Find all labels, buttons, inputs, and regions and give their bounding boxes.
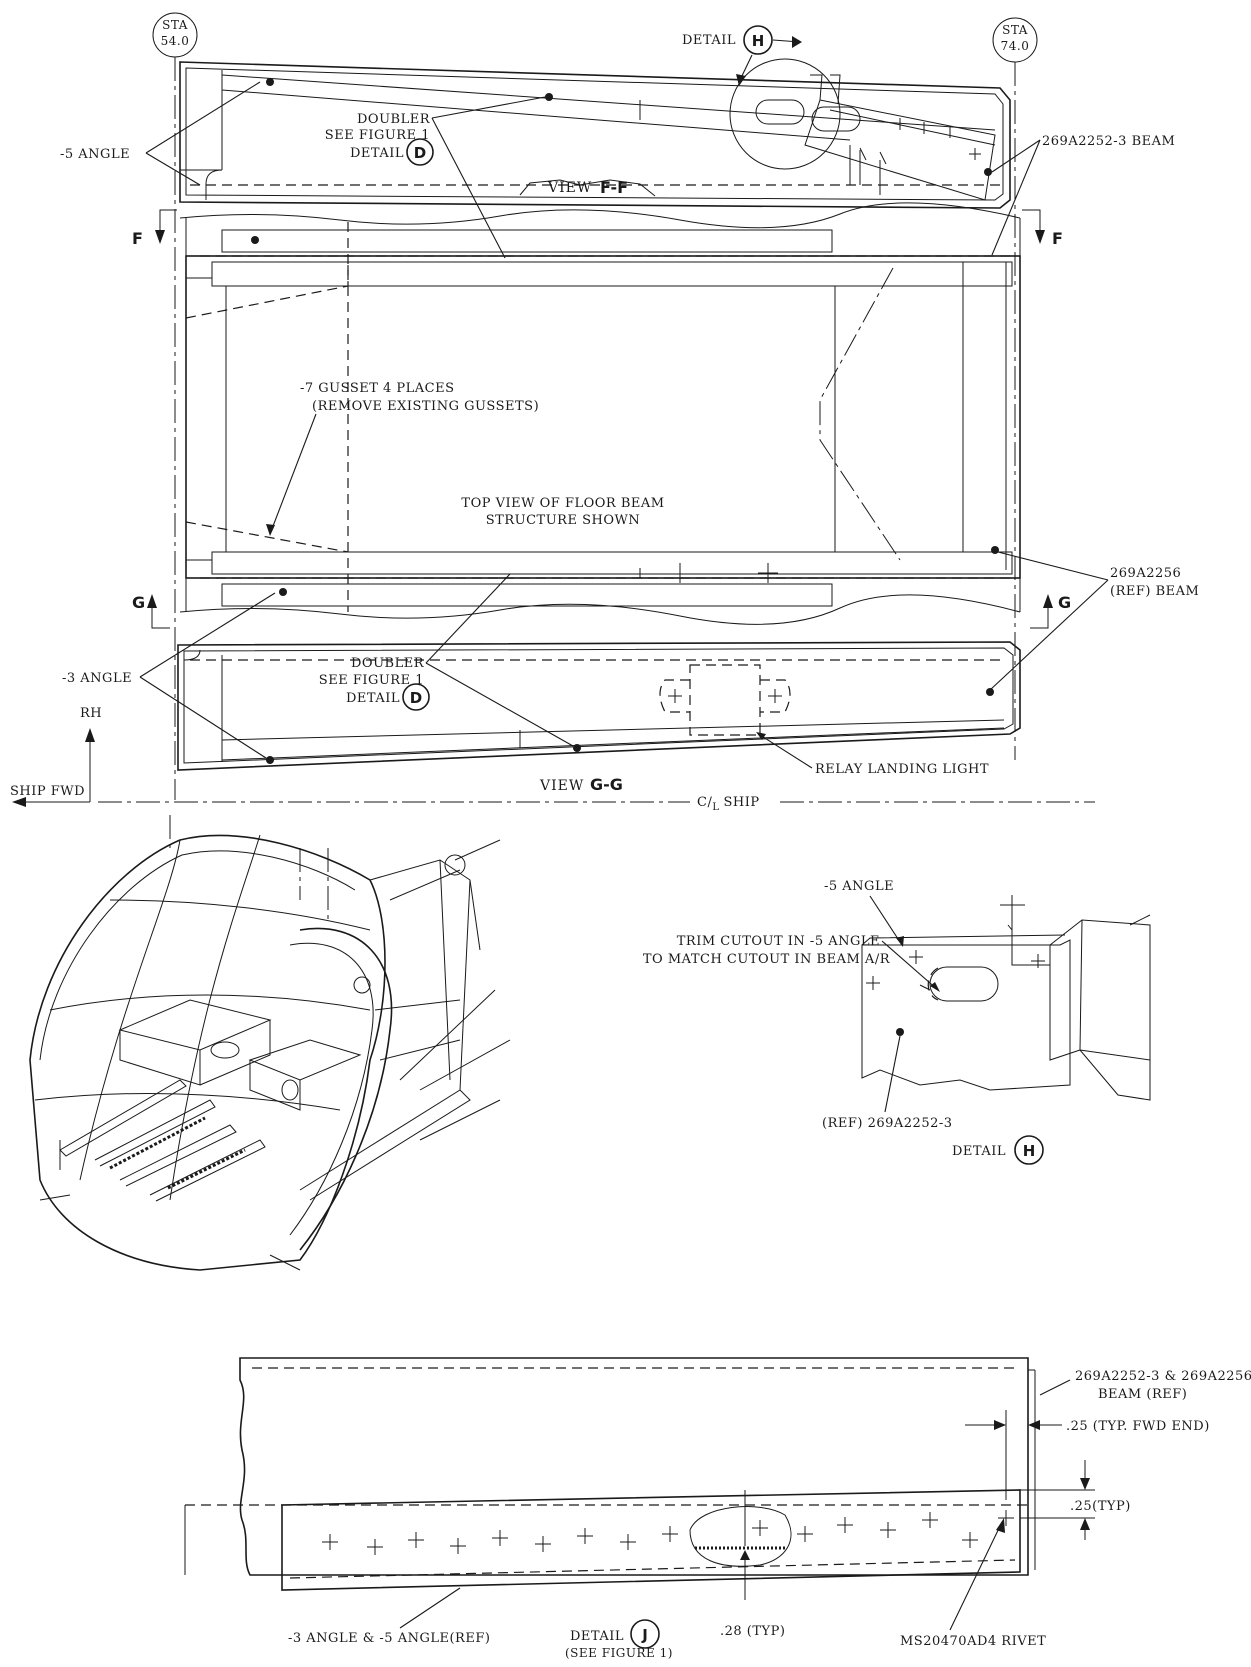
section-marker-f-right: F — [1052, 229, 1063, 248]
trim-cutout-line-1: TRIM CUTOUT IN -5 ANGLE — [677, 934, 880, 949]
view-gg-view-id: G-G — [590, 775, 623, 794]
station-74-label: STA — [1002, 23, 1028, 37]
view-gg-doubler-line-2: SEE FIGURE 1 — [319, 673, 424, 688]
station-54-label: STA — [162, 18, 188, 32]
top-view-title-line-2: STRUCTURE SHOWN — [486, 513, 640, 528]
detail-j-dim-28: .28 (TYP) — [720, 1624, 785, 1639]
section-marker-g-left: G — [132, 593, 145, 612]
station-74-value: 74.0 — [1001, 39, 1030, 53]
view-ff-doubler-line-3: DETAIL — [350, 146, 404, 161]
detail-h-ref-label: (REF) 269A2252-3 — [822, 1116, 953, 1131]
section-marker-g: G G — [132, 593, 1071, 629]
detail-h-detail-word: DETAIL — [952, 1144, 1006, 1159]
view-ff-view-word: VIEW — [547, 180, 592, 196]
detail-h-section: -5 ANGLE TRIM CUTOUT IN -5 ANGLE TO MATC… — [643, 879, 1151, 1165]
view-gg-angle-label: -3 ANGLE — [62, 671, 132, 686]
view-ff-beam-label: 269A2252-3 BEAM — [1042, 134, 1175, 149]
trim-cutout-line-2: TO MATCH CUTOUT IN BEAM A/R — [643, 952, 891, 967]
detail-h-angle-label: -5 ANGLE — [824, 879, 894, 894]
view-gg-section: -3 ANGLE DOUBLER SEE FIGURE 1 DETAIL D R… — [62, 573, 1021, 794]
rivet-label: MS20470AD4 RIVET — [900, 1634, 1046, 1649]
ref-beam-line-1: 269A2256 — [1110, 566, 1181, 581]
view-gg-doubler-line-3: DETAIL — [346, 691, 400, 706]
helicopter-cabin-illustration — [29, 815, 511, 1271]
ref-beam-line-2: (REF) BEAM — [1110, 584, 1199, 599]
detail-h-detail-letter: H — [1023, 1142, 1036, 1160]
view-ff-detail-word: DETAIL — [682, 33, 736, 48]
section-marker-f: F F — [132, 209, 1063, 248]
detail-j-typ-dim: .25(TYP) — [1070, 1499, 1131, 1514]
ship-fwd-label: SHIP FWD — [10, 784, 85, 799]
rivet-crosses — [322, 1510, 1014, 1555]
gusset-label-line-2: (REMOVE EXISTING GUSSETS) — [312, 399, 539, 414]
station-54-marker: STA 54.0 — [152, 12, 198, 800]
view-gg-doubler-line-1: DOUBLER — [351, 656, 425, 671]
relay-landing-light-label: RELAY LANDING LIGHT — [815, 762, 989, 777]
station-54-value: 54.0 — [161, 34, 190, 48]
detail-j-detail-letter: J — [641, 1626, 648, 1644]
view-ff-doubler-line-2: SEE FIGURE 1 — [325, 128, 430, 143]
view-ff-detail-letter: H — [752, 32, 765, 50]
view-ff-angle-label: -5 ANGLE — [60, 147, 130, 162]
section-marker-g-right: G — [1058, 593, 1071, 612]
gusset-label-line-1: -7 GUSSET 4 PLACES — [300, 381, 455, 396]
detail-j-detail-word: DETAIL — [570, 1629, 624, 1644]
view-ff-doubler-line-1: DOUBLER — [357, 112, 431, 127]
view-ff-section: DETAIL H -5 ANGLE DOUBLER SEE FIGURE 1 D… — [60, 25, 1175, 259]
detail-j-beam-line-1: 269A2252-3 & 269A2256 — [1075, 1369, 1251, 1384]
detail-j-angles-label: -3 ANGLE & -5 ANGLE(REF) — [288, 1631, 490, 1646]
top-view-structure: -7 GUSSET 4 PLACES (REMOVE EXISTING GUSS… — [179, 202, 1199, 691]
view-gg-doubler-detail-letter: D — [410, 689, 422, 707]
top-view-title-line-1: TOP VIEW OF FLOOR BEAM — [461, 496, 664, 511]
detail-j-see-figure: (SEE FIGURE 1) — [565, 1646, 673, 1660]
detail-j-fwd-end-dim: .25 (TYP. FWD END) — [1066, 1419, 1210, 1434]
section-marker-f-left: F — [132, 229, 143, 248]
detail-j-section: 269A2252-3 & 269A2256 BEAM (REF) .25 (TY… — [184, 1357, 1251, 1660]
view-ff-doubler-detail-letter: D — [414, 144, 426, 162]
view-ff-view-id: F-F — [600, 178, 628, 197]
detail-j-beam-line-2: BEAM (REF) — [1098, 1387, 1187, 1402]
view-gg-view-word: VIEW — [539, 778, 584, 794]
station-74-marker: STA 74.0 — [992, 17, 1038, 760]
rh-label: RH — [80, 706, 102, 721]
